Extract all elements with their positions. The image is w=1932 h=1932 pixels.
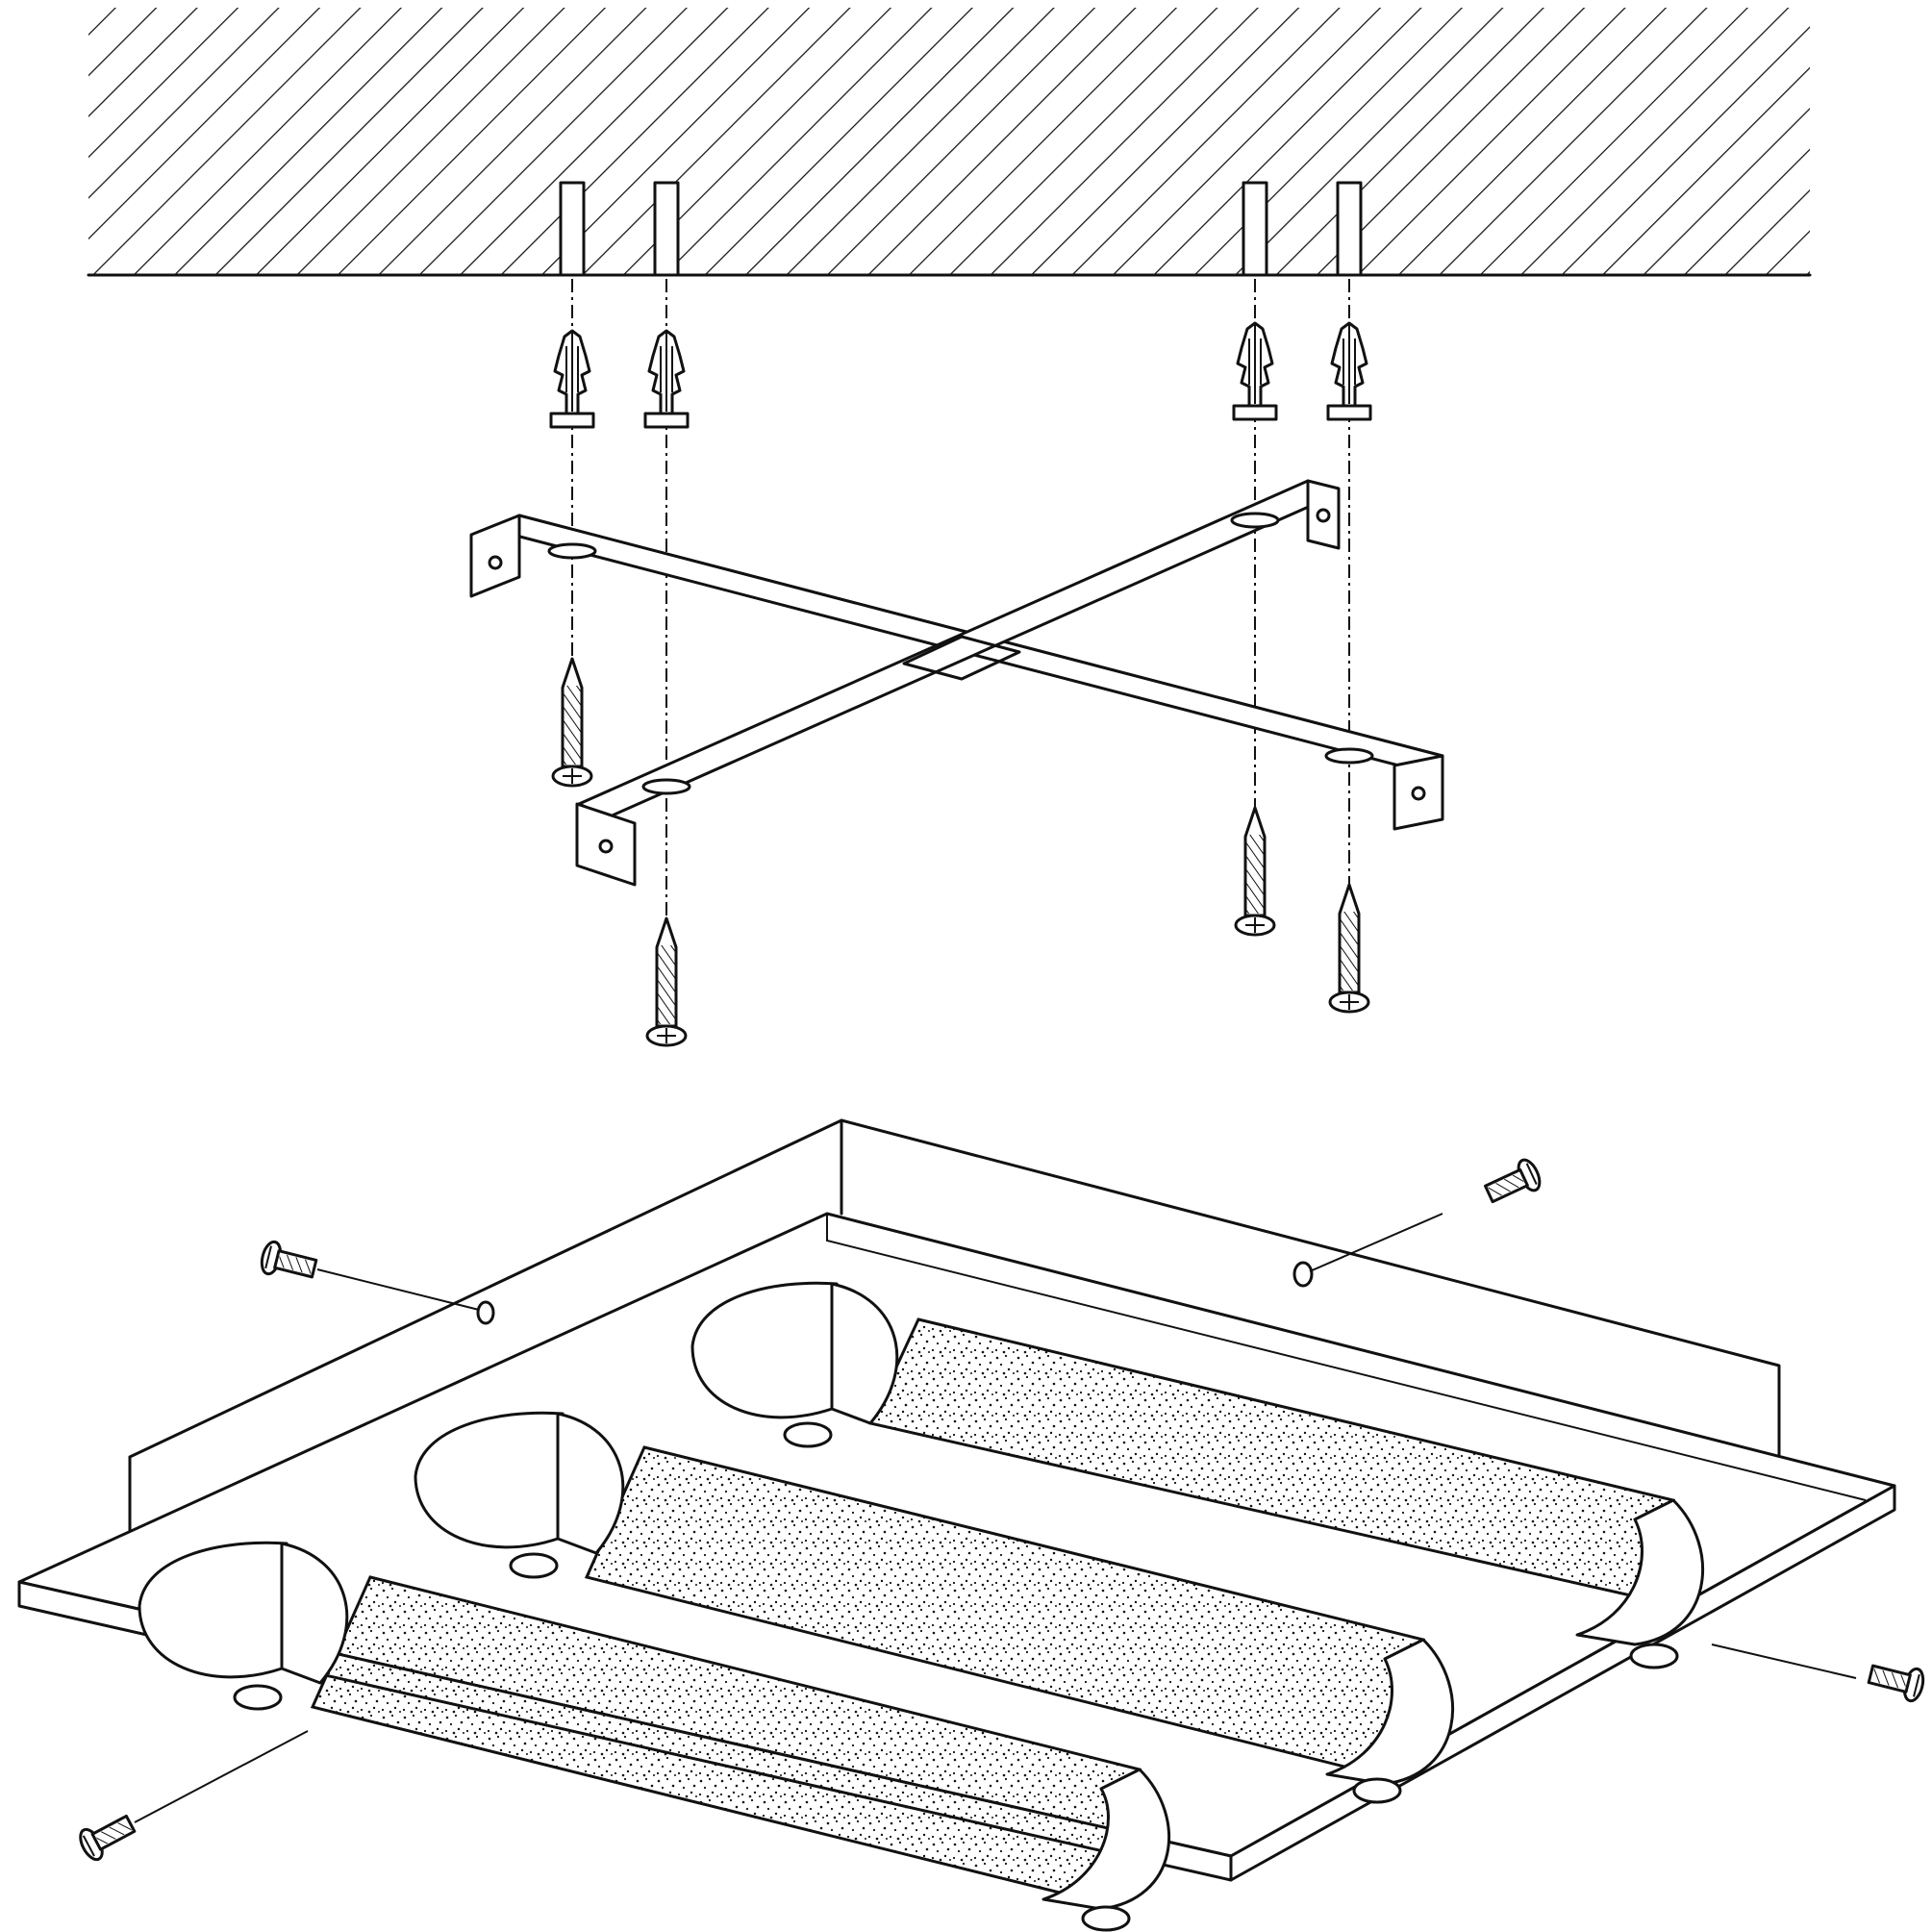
tube-end-cap-rim xyxy=(830,1282,899,1425)
side-screw xyxy=(1865,1656,1928,1705)
ceiling-hole xyxy=(559,181,586,277)
tube-foot xyxy=(1081,1905,1131,1932)
light-tube xyxy=(690,1281,1704,1669)
tube-end-cap xyxy=(1575,1498,1704,1646)
ceiling-hole xyxy=(653,181,680,277)
plate-rim xyxy=(826,1214,1867,1501)
ceiling-hole xyxy=(1242,181,1268,277)
tube-foot xyxy=(783,1421,833,1448)
ceiling-screw xyxy=(551,657,593,788)
wall-plug xyxy=(643,329,690,429)
ceiling-screw xyxy=(1234,806,1276,937)
side-screw-hole xyxy=(1292,1261,1314,1288)
tube-foot xyxy=(1352,1777,1402,1804)
side-screw xyxy=(1480,1155,1545,1211)
ceiling-screw xyxy=(645,916,688,1047)
light-tube xyxy=(414,1411,1454,1804)
side-screw xyxy=(74,1807,140,1865)
wall-plug xyxy=(549,329,595,429)
bracket-tab-hole xyxy=(1316,508,1331,523)
wall-plug xyxy=(1326,321,1372,421)
ceiling-hatching xyxy=(88,8,1810,275)
bracket-slot xyxy=(1230,512,1280,529)
wall-plugs xyxy=(549,321,1372,429)
tube-end-cap-rim xyxy=(280,1542,349,1685)
bracket-tab-hole xyxy=(1411,786,1426,801)
side-screw xyxy=(257,1238,320,1287)
ceiling xyxy=(87,8,1812,277)
bracket-junction xyxy=(902,635,1021,681)
bracket-slot xyxy=(1324,747,1374,765)
bracket-slot xyxy=(641,778,691,795)
tube-end-cap-rim xyxy=(556,1412,625,1555)
bracket-tab-hole xyxy=(598,839,614,854)
ceiling-screw xyxy=(1328,883,1370,1014)
light-fixture xyxy=(17,1118,1896,1932)
tube-foot xyxy=(1629,1643,1679,1669)
wall-plug xyxy=(1232,321,1278,421)
light-tube xyxy=(138,1541,1170,1932)
mounting-bracket xyxy=(469,479,1444,887)
bracket-arm-top xyxy=(577,479,1339,819)
ceiling-hole xyxy=(1336,181,1363,277)
bracket-tab-hole xyxy=(488,555,503,570)
side-screws xyxy=(74,1155,1928,1865)
bracket-slot xyxy=(547,542,597,560)
tube-foot xyxy=(233,1684,283,1711)
side-screw-hole xyxy=(476,1300,495,1325)
tube-foot xyxy=(509,1552,559,1579)
